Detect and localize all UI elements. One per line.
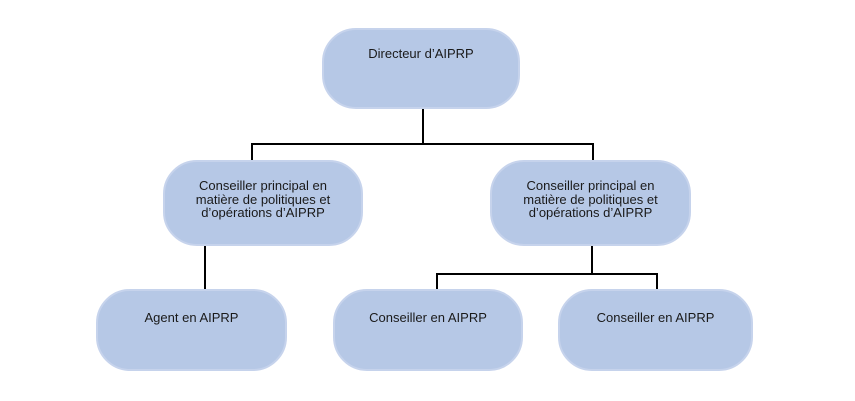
org-node-director-label: Directeur d’AIPRP — [368, 46, 474, 61]
org-node-advisor-right: Conseiller en AIPRP — [558, 289, 753, 371]
org-node-senior-advisor-right-label-line2: matière de politiques et — [523, 191, 658, 207]
org-node-advisor-right-label: Conseiller en AIPRP — [596, 310, 715, 325]
org-node-senior-advisor-right-label-line1: Conseiller principal en — [526, 178, 655, 193]
org-node-senior-advisor-left-label-line1: Conseiller principal en — [199, 178, 327, 193]
org-node-advisor-middle: Conseiller en AIPRP — [333, 289, 523, 371]
org-node-agent-label: Agent en AIPRP — [144, 310, 239, 325]
org-node-senior-advisor-right-label-line3: d’opérations d’AIPRP — [528, 205, 653, 220]
org-node-senior-advisor-left: Conseiller principal en matière de polit… — [163, 160, 363, 246]
org-node-senior-advisor-right: Conseiller principal en matière de polit… — [490, 160, 691, 246]
org-node-director: Directeur d’AIPRP — [322, 28, 520, 109]
org-node-senior-advisor-left-label-line2: matière de politiques et — [195, 191, 331, 207]
org-node-senior-advisor-left-label-line3: d’opérations d’AIPRP — [201, 205, 325, 220]
org-node-advisor-middle-label: Conseiller en AIPRP — [369, 310, 487, 325]
org-node-agent: Agent en AIPRP — [96, 289, 287, 371]
